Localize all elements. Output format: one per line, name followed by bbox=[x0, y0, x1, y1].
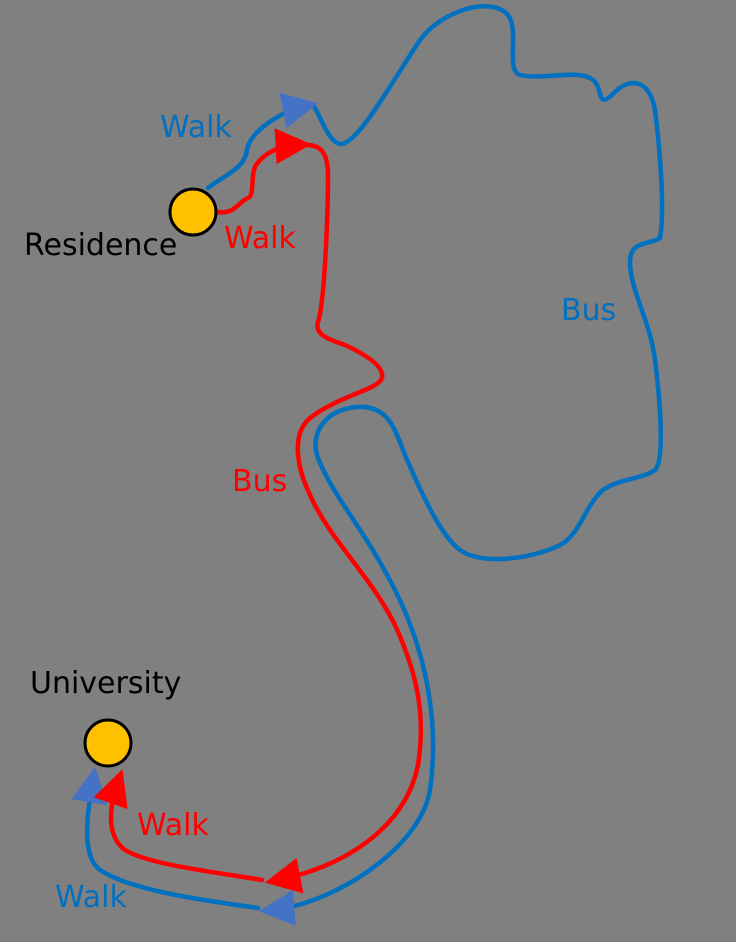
red-bus-path bbox=[264, 142, 424, 894]
blue-walk-end-label: Walk bbox=[55, 880, 127, 915]
blue-walk-start-label: Walk bbox=[160, 110, 232, 145]
residence-marker bbox=[168, 187, 218, 237]
red-walk-end-label: Walk bbox=[137, 808, 209, 843]
blue-bus-path bbox=[258, 4, 665, 926]
university-marker bbox=[83, 718, 133, 768]
red-walk-start-label: Walk bbox=[224, 221, 296, 256]
red-walk-end-path bbox=[93, 769, 265, 883]
blue-bus-label: Bus bbox=[561, 293, 616, 328]
university-label: University bbox=[30, 666, 181, 701]
blue-walk-end-path bbox=[71, 766, 261, 911]
red-bus-label: Bus bbox=[232, 464, 287, 499]
red-walk-start-path bbox=[215, 128, 312, 215]
blue-walk-start-path bbox=[205, 92, 319, 191]
residence-label: Residence bbox=[24, 228, 177, 263]
